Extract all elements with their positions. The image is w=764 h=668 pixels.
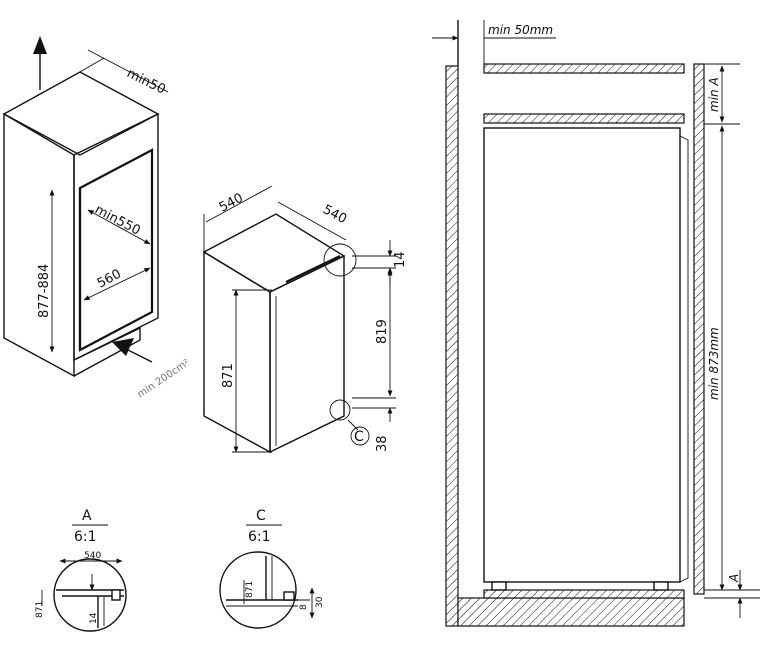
depth-label: min550 <box>92 202 143 238</box>
detail-a-scale: 6:1 <box>74 529 97 545</box>
detail-c: C 6:1 871 8 30 <box>219 508 325 629</box>
section-left-wall <box>445 65 459 627</box>
vent-arrow-icon <box>112 338 134 356</box>
detail-a-height-label: 871 <box>35 601 45 618</box>
cabinet-front <box>73 112 159 362</box>
appliance-top <box>202 213 346 293</box>
niche-height-label: min 873mm <box>707 327 721 400</box>
top-clearance-label: min A <box>707 77 721 112</box>
top-offset-label: 14 <box>393 251 408 268</box>
section-door-edge <box>679 135 689 583</box>
section-appliance <box>483 127 681 583</box>
section-foot-right <box>653 581 669 591</box>
detail-c-leader <box>347 419 359 431</box>
cabinet-drawing: min50 877-884 min550 560 min 200cm² <box>2 36 192 401</box>
section-floor <box>457 597 685 627</box>
detail-c-clearance-label: 30 <box>315 596 325 608</box>
appliance-height-label: 871 <box>221 363 236 388</box>
width-dim-line <box>83 267 151 301</box>
section-foot-left <box>491 581 507 591</box>
cabinet-side <box>3 112 75 378</box>
door-height-label: 819 <box>375 319 390 344</box>
detail-a: A 6:1 540 871 14 <box>35 508 127 632</box>
bottom-marker-label: A <box>727 574 741 583</box>
detail-a-hinge <box>111 589 121 601</box>
appliance-side <box>203 250 271 454</box>
vent-arrow-shaft <box>123 347 153 363</box>
section-plinth <box>483 589 685 599</box>
bottom-offset-label: 38 <box>375 435 390 452</box>
wall-gap-label: min 50mm <box>488 23 553 37</box>
detail-c-offset-label: 8 <box>299 604 309 610</box>
section-right-wall <box>693 63 705 595</box>
airflow-up-arrow-icon <box>33 36 47 54</box>
appliance-drawing: 540 540 871 C 14 819 38 <box>202 185 408 454</box>
cabinet-niche <box>78 148 154 352</box>
detail-a-title: A <box>82 508 92 524</box>
section-mid-shelf <box>483 113 685 124</box>
detail-c-circle-view <box>219 551 297 629</box>
section-top-shelf <box>483 63 685 74</box>
appliance-width-dim <box>205 185 273 223</box>
detail-a-offset-label: 14 <box>89 612 99 624</box>
section-view: min 50mm min A min 873mm A <box>432 20 760 627</box>
detail-c-circle <box>329 399 351 421</box>
depth-dim-line <box>87 209 151 245</box>
cabinet-plinth <box>73 326 141 377</box>
appliance-depth-label: 540 <box>320 202 349 227</box>
vent-label: min 200cm² <box>136 358 192 401</box>
detail-c-marker-circle <box>350 426 370 446</box>
door-top-strip <box>285 255 341 283</box>
gap-label: min50 <box>124 66 167 97</box>
appliance-door <box>269 254 345 454</box>
detail-c-scale: 6:1 <box>248 529 271 545</box>
appliance-width-label: 540 <box>217 191 246 216</box>
appliance-depth-dim <box>277 201 347 241</box>
gap-ext-line <box>79 57 105 73</box>
detail-a-width-label: 540 <box>84 551 101 561</box>
detail-c-marker: C <box>354 429 364 445</box>
height-range-label: 877-884 <box>37 264 52 318</box>
detail-a-circle <box>323 243 357 277</box>
detail-c-title: C <box>256 508 266 524</box>
detail-c-height-label: 871 <box>245 581 255 598</box>
gap-dim-line <box>87 49 169 93</box>
detail-c-foot <box>283 591 295 601</box>
